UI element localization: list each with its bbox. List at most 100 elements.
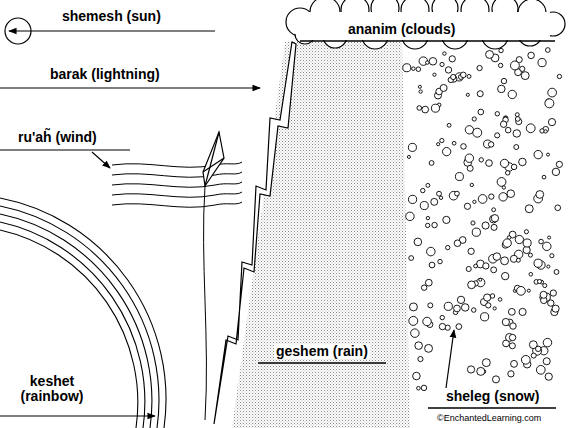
snowflake (537, 279, 541, 283)
snowflake (507, 190, 515, 198)
rainbow (0, 198, 166, 428)
snowflake (422, 106, 429, 113)
snowflake (465, 154, 473, 162)
snowflake (543, 338, 552, 347)
snowflake (468, 248, 474, 254)
snowflake (455, 173, 463, 181)
snowflake (516, 258, 520, 262)
snowflake (538, 59, 546, 67)
snowflake (428, 303, 433, 308)
snowflake (456, 324, 462, 330)
snowflake (409, 303, 417, 311)
snowflake (473, 200, 476, 203)
snowflake (502, 186, 505, 189)
snowflake (491, 215, 498, 222)
leader-line (92, 152, 110, 168)
rain-label: geshem (rain) (274, 344, 370, 359)
snowflake (440, 315, 444, 319)
snowflake (417, 106, 422, 111)
snowflake (471, 221, 475, 225)
snowflake (413, 372, 421, 380)
snowflake (548, 88, 557, 97)
snowflake (523, 246, 530, 253)
snowflake (426, 216, 429, 219)
snowflake (501, 78, 506, 83)
snowflake (486, 160, 493, 167)
copyright-note: ©EnchantedLearning.com (437, 414, 541, 424)
snowflake (495, 112, 499, 116)
snowflake (437, 143, 440, 146)
snowflake (418, 356, 423, 361)
snowflake (543, 284, 547, 288)
snowflake (523, 239, 531, 247)
snowflake (552, 305, 559, 312)
snowflake (466, 266, 471, 271)
snowflake (511, 164, 517, 170)
snowflake (477, 367, 485, 375)
snowflake (439, 323, 445, 329)
snowflake (427, 247, 436, 256)
snowflake (426, 183, 430, 187)
snowflake (544, 130, 547, 133)
snowflake (440, 138, 444, 142)
lightning-bolt (214, 42, 296, 424)
snowflake (455, 191, 460, 196)
snowflake (432, 222, 437, 227)
snowflake (505, 127, 511, 133)
snowflake (472, 228, 480, 236)
snowflake (416, 67, 421, 72)
snowflake (556, 161, 562, 167)
leader-line (446, 330, 454, 388)
snowflake (539, 239, 544, 244)
snowflake (521, 72, 529, 80)
snowflake (445, 67, 451, 73)
snowflake (548, 118, 555, 125)
snowflake (528, 253, 532, 257)
snowflake (425, 279, 432, 286)
snowflake (409, 316, 418, 325)
snowflake (550, 254, 554, 258)
snowflake (545, 99, 554, 108)
snowflake (500, 121, 506, 127)
snowflake (488, 142, 493, 147)
leader-line (0, 149, 130, 150)
snowflake (472, 117, 476, 121)
snowflake (491, 267, 497, 273)
snowflake (431, 198, 438, 205)
snowflake (438, 259, 442, 263)
snowflake (509, 334, 515, 340)
snowflake (465, 126, 473, 134)
snowflake (536, 191, 544, 199)
snowflake (497, 178, 506, 187)
snowflake (514, 145, 519, 150)
snowflake (519, 158, 527, 166)
snowflake (419, 90, 422, 93)
snowflake (468, 281, 476, 289)
wind-label: ru'ah̃ (wind) (18, 130, 97, 145)
snowflake (420, 202, 428, 210)
leader-line (0, 415, 155, 416)
snowflake (501, 272, 508, 279)
snowflake (443, 216, 450, 223)
snowflake (483, 263, 489, 269)
snowflake (482, 359, 490, 367)
snowflake (501, 257, 509, 265)
snowflake (421, 188, 425, 192)
snowflake (471, 308, 475, 312)
kite (203, 132, 224, 420)
snowflake (520, 66, 525, 71)
snowflake (481, 313, 489, 321)
snowflake (477, 65, 482, 70)
snowflake (417, 386, 421, 390)
snowflake (529, 272, 533, 276)
snowflake (493, 253, 501, 261)
snowflake (461, 72, 467, 78)
snowflake (467, 366, 474, 373)
snowflake (425, 344, 433, 352)
snowflake (550, 290, 556, 296)
snowflake (513, 130, 521, 138)
snowflake (552, 168, 559, 175)
leader-line (258, 362, 386, 364)
snowflake (411, 329, 419, 337)
